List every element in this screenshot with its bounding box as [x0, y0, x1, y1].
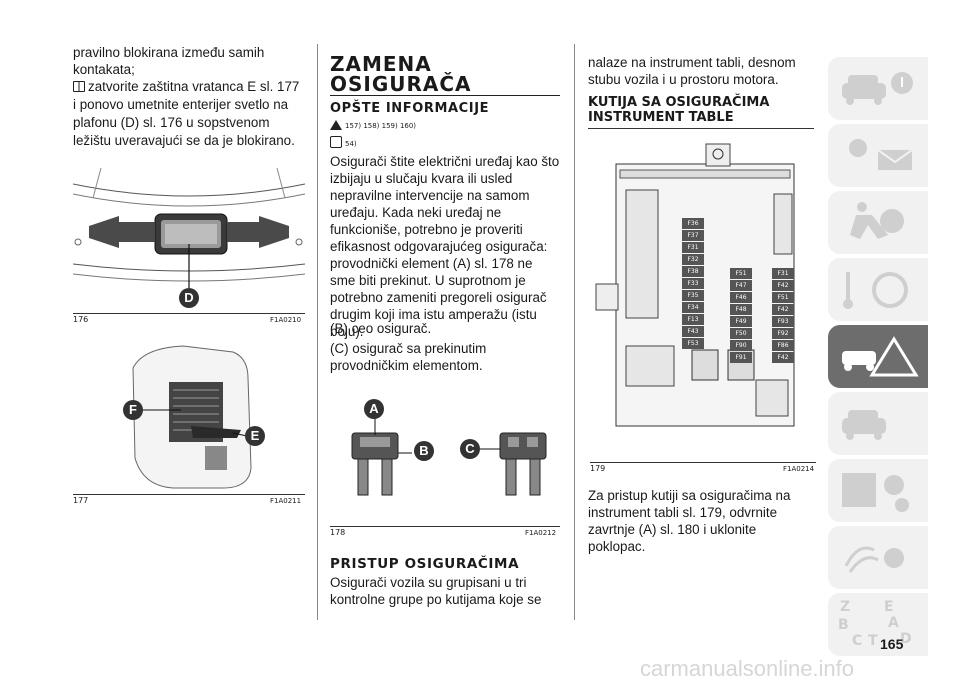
section-title-line1: ZAMENA [330, 52, 432, 76]
fuse-slot: F31 [772, 268, 794, 279]
figure-179-rule [590, 462, 816, 463]
figure-176-number: 176 [73, 315, 89, 324]
fuse-slot: F42 [772, 280, 794, 291]
fuse-slot: F37 [682, 230, 704, 241]
fuse-slot: F50 [730, 328, 752, 339]
figure-177-code: F1A0211 [270, 497, 302, 505]
figure-177-rule [73, 494, 305, 495]
fuse-slot: F90 [730, 340, 752, 351]
warning-icon [330, 120, 342, 130]
column-separator-2 [574, 44, 575, 620]
figure-177-number: 177 [73, 496, 89, 505]
col3-heading-line1: KUTIJA SA OSIGURAČIMA [588, 95, 770, 110]
fuse-slot: F51 [730, 268, 752, 279]
col1-paragraph-2: zatvorite zaštitna vratanca E sl. 177 i … [73, 79, 300, 148]
fuse-slot: F48 [730, 304, 752, 315]
col2-paragraph-4: Osigurači vozila su grupisani u tri kont… [330, 575, 542, 607]
label-d: D [179, 288, 199, 308]
col2-paragraph-2: (B) ceo osigurač. [330, 321, 432, 336]
fuse-slot: F86 [772, 340, 794, 351]
fuse-slot: F13 [682, 314, 704, 325]
fuse-slot: F42 [772, 304, 794, 315]
tab-maintenance[interactable] [828, 392, 928, 455]
label-e: E [245, 426, 265, 446]
figure-178: A B C [330, 373, 560, 523]
figure-179-code: F1A0214 [783, 465, 815, 473]
figure-177: F E [73, 338, 305, 490]
label-f: F [123, 400, 143, 420]
caution-ref: 54) [330, 136, 357, 148]
caution-hand-icon [330, 136, 342, 148]
tab-multimedia[interactable] [828, 526, 928, 589]
fuse-slot: F92 [772, 328, 794, 339]
figure-176: D [72, 167, 306, 310]
label-c: C [460, 439, 480, 459]
tab-car-info[interactable] [828, 57, 928, 120]
col3-paragraph-1: nalaze na instrument tabli, desnom stubu… [588, 55, 796, 87]
tab-starting-driving[interactable] [828, 258, 928, 321]
fuse-slot: F36 [682, 218, 704, 229]
fuse-slot: F91 [730, 352, 752, 363]
fuse-slot: F53 [682, 338, 704, 349]
fuse-slot: F34 [682, 302, 704, 313]
column-separator-1 [317, 44, 318, 620]
fuse-slot: F46 [730, 292, 752, 303]
col1-paragraph-1: pravilno blokirana između samih kontakat… [73, 45, 265, 77]
subtitle: OPŠTE INFORMACIJE [330, 101, 490, 116]
col2-paragraph-1: Osigurači štite električni uređaj kao št… [330, 154, 560, 339]
fuse-slot: F93 [772, 316, 794, 327]
fuse-slot: F42 [772, 352, 794, 363]
fuse-slot: F31 [682, 242, 704, 253]
fuse-slot: F49 [730, 316, 752, 327]
section-title-line2: OSIGURAČA [330, 72, 472, 96]
fuse-slot: F35 [682, 290, 704, 301]
figure-178-code: F1A0212 [525, 529, 557, 537]
figure-176-rule [73, 313, 305, 314]
fuse-slot: F33 [682, 278, 704, 289]
fuse-slot: F32 [682, 254, 704, 265]
col2-heading-2: PRISTUP OSIGURAČIMA [330, 556, 520, 572]
warning-refs: 157) 158) 159) 160) [330, 120, 416, 130]
tab-emergency[interactable] [828, 325, 928, 388]
label-a: A [364, 399, 384, 419]
col3-heading-line2: INSTRUMENT TABLE [588, 110, 734, 125]
index-letters: Z E B A C T D [838, 599, 912, 649]
col3-heading-rule [588, 128, 814, 129]
label-b: B [414, 441, 434, 461]
figure-178-number: 178 [330, 528, 346, 537]
tab-lights-messages[interactable] [828, 124, 928, 187]
tab-index[interactable]: Z E B A C T D [828, 593, 928, 656]
figure-176-drawing [72, 167, 306, 310]
figure-177-drawing [132, 345, 252, 489]
figure-176-code: F1A0210 [270, 316, 302, 324]
figure-179-number: 179 [590, 464, 606, 473]
tab-technical-data[interactable] [828, 459, 928, 522]
page-number: 165 [880, 636, 904, 652]
fuse-slot: F38 [682, 266, 704, 277]
figure-179-drawing [595, 143, 795, 427]
title-underline [330, 95, 560, 96]
figure-178-rule [330, 526, 560, 527]
fuse-slot: F47 [730, 280, 752, 291]
figure-178-drawing [351, 413, 547, 496]
tab-safety[interactable] [828, 191, 928, 254]
col3-paragraph-2: Za pristup kutiji sa osiguračima na inst… [588, 488, 791, 554]
col2-paragraph-3: (C) osigurač sa prekinutim provodničkim … [330, 341, 487, 373]
fuse-slot: F51 [772, 292, 794, 303]
book-icon [73, 81, 85, 92]
fuse-slot: F43 [682, 326, 704, 337]
watermark: carmanualsonline.info [640, 656, 855, 681]
